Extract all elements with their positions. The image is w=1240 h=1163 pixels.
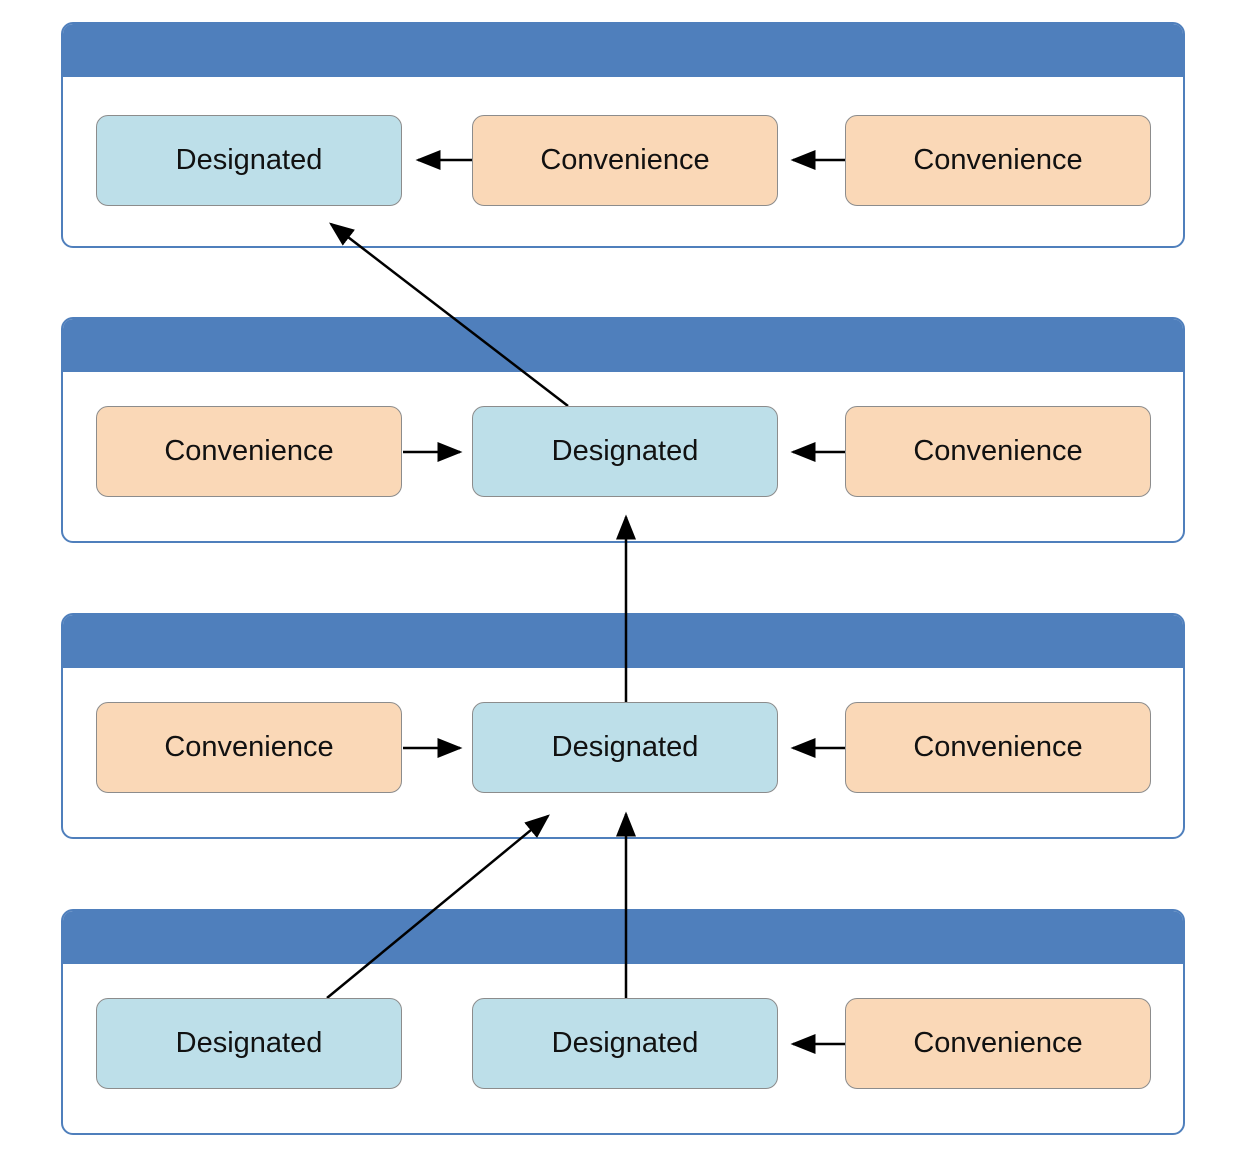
class-header-1 <box>63 24 1183 77</box>
convenience-initializer: Convenience <box>96 406 402 497</box>
designated-initializer: Designated <box>96 115 402 206</box>
class-header-2 <box>63 319 1183 372</box>
convenience-initializer: Convenience <box>845 702 1151 793</box>
convenience-initializer: Convenience <box>845 406 1151 497</box>
class-header-4 <box>63 911 1183 964</box>
convenience-initializer: Convenience <box>472 115 778 206</box>
designated-initializer: Designated <box>96 998 402 1089</box>
designated-initializer: Designated <box>472 406 778 497</box>
designated-initializer: Designated <box>472 998 778 1089</box>
class-header-3 <box>63 615 1183 668</box>
convenience-initializer: Convenience <box>96 702 402 793</box>
convenience-initializer: Convenience <box>845 115 1151 206</box>
convenience-initializer: Convenience <box>845 998 1151 1089</box>
designated-initializer: Designated <box>472 702 778 793</box>
